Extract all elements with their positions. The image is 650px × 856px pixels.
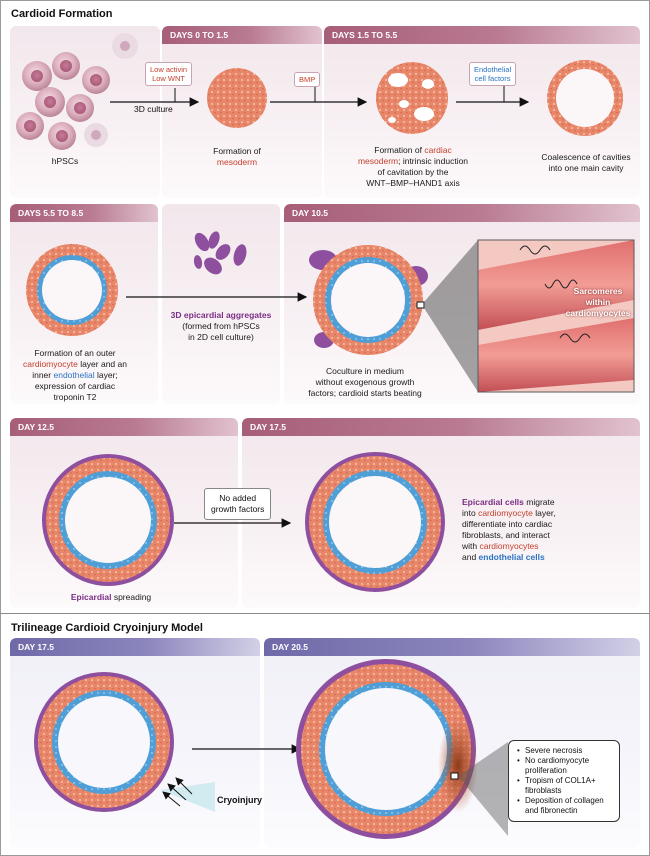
label-bmp: BMP [294,72,321,87]
finding-item: No cardiomyocyte proliferation [517,756,612,776]
cryoinjury-probe [160,782,215,812]
header-day-10-5: DAY 10.5 [284,204,640,222]
caption-hpscs: hPSCs [51,156,79,166]
finding-item: Tropism of COL1A+ fibroblasts [517,776,612,796]
caption-coalescence: Coalescence of cavities into one main ca… [541,152,631,173]
caption-cardiac-mesoderm: Formation of cardiac mesoderm; intrinsic… [357,145,469,188]
header-day-17-5: DAY 17.5 [242,418,640,436]
bilayer-cardioid [26,244,118,336]
header-day-12-5: DAY 12.5 [10,418,238,436]
label-3d-culture: 3D culture [134,104,173,114]
caption-bilayer: Formation of an outer cardiomyocyte laye… [23,348,127,402]
hpsc-cells [16,33,138,150]
header-days-0-1-5: DAYS 0 TO 1.5 [162,26,322,44]
panel-epicardial-aggregates [162,204,280,404]
cryo-cardioid-day-17-5 [34,672,174,812]
injury-zoom-cone [458,742,508,836]
header-cryo-day-17-5: DAY 17.5 [10,638,260,656]
finding-item: Deposition of collagen and fibronectin [517,796,612,816]
cryo-cardioid-day-20-5 [296,659,478,839]
header-days-5-5-8-5: DAYS 5.5 TO 8.5 [10,204,158,222]
epicardial-aggregates [193,231,247,275]
zoom-cone [424,240,478,392]
section-divider [0,613,650,614]
cardioid-day-12-5 [42,454,174,586]
finding-item: Severe necrosis [517,746,612,756]
header-days-1-5-5-5: DAYS 1.5 TO 5.5 [324,26,640,44]
caption-epicardial-aggregates: 3D epicardial aggregates (formed from hP… [170,310,272,342]
section-title-cryoinjury: Trilineage Cardioid Cryoinjury Model [11,622,203,634]
cardiac-mesoderm-cavitation [376,62,448,134]
sarcomere-zoom [477,239,635,393]
panel-days-0-1-5: DAYS 0 TO 1.5 [162,26,322,198]
injury-findings-box: Severe necrosis No cardiomyocyte prolife… [508,740,620,822]
caption-coculture: Coculture in medium without exogenous gr… [308,366,422,398]
header-cryo-day-20-5: DAY 20.5 [264,638,640,656]
label-cryoinjury: Cryoinjury [217,795,263,805]
cardioid-day-17-5 [305,452,445,592]
panel-cryo-day-17-5: DAY 17.5 [10,638,260,848]
cardioid-day-10-5 [309,245,428,355]
mesoderm-aggregate [207,68,267,128]
section-title-cardioid-formation: Cardioid Formation [11,8,113,20]
caption-epicardial-migration: Epicardial cells migrate into cardiomyoc… [462,497,556,562]
caption-mesoderm: Formation of mesoderm [213,146,261,167]
caption-epicardial-spreading: Epicardial spreading [70,592,152,602]
